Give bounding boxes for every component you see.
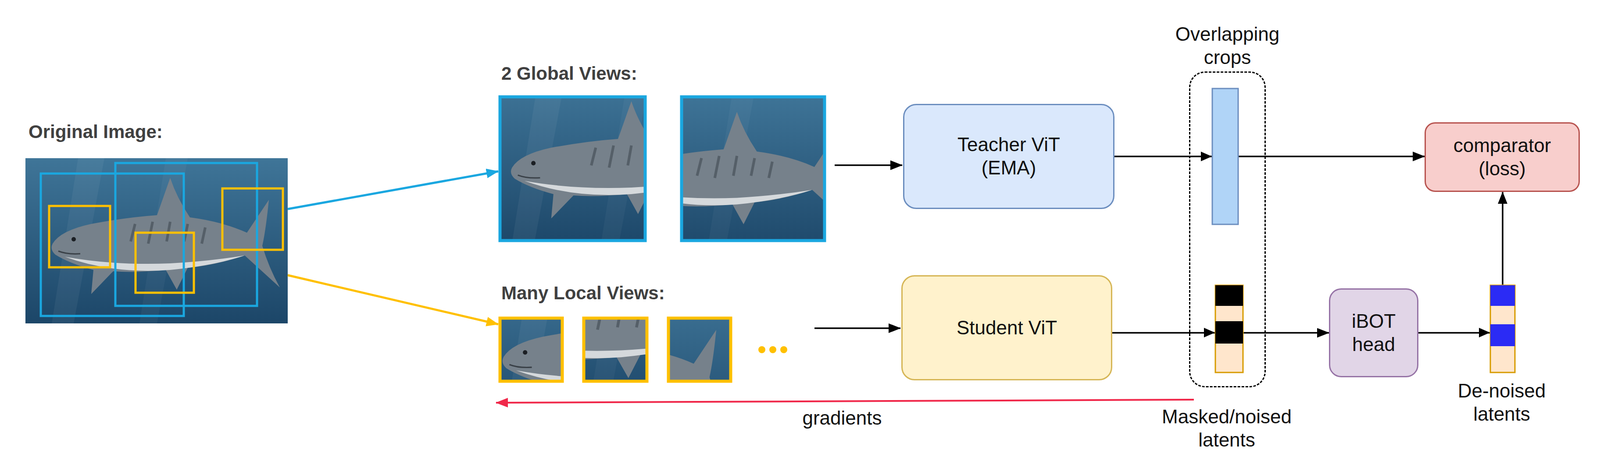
dashed-group: Overlapping crops [1189, 71, 1266, 388]
node-label: Overlapping crops [1161, 22, 1294, 70]
gradient-arrow [496, 400, 1194, 404]
global-view [590, 92, 856, 259]
connector-arrow [1114, 155, 1425, 158]
section-heading: Original Image: [28, 121, 257, 143]
input-arrow [834, 164, 903, 167]
local-view-border [500, 318, 563, 382]
node-body: Student ViT [956, 316, 1058, 340]
student-latent-bar [1215, 285, 1243, 373]
section-heading: 2 Global Views: [501, 62, 730, 85]
section-heading: Many Local Views: [501, 282, 747, 305]
ellipsis-dot [769, 346, 777, 354]
shark-photo [25, 158, 288, 324]
drawing-part [465, 287, 736, 458]
global-view-border [681, 96, 825, 241]
node-body: Overlapping crops [1161, 22, 1294, 70]
annotation-label: gradients [785, 407, 900, 431]
arrow-head [1200, 151, 1212, 162]
annotation-label: Masked/noised latents [1154, 405, 1300, 453]
drawing-part [590, 92, 856, 259]
node-label: comparator (loss) [1440, 134, 1564, 181]
denoised-token [1490, 324, 1515, 347]
head-box: iBOT head [1328, 288, 1419, 378]
node-body: Teacher ViT (EMA) [942, 133, 1075, 180]
node-label: Teacher ViT (EMA) [942, 133, 1075, 180]
arrow-head [1203, 328, 1215, 338]
masked-token [1215, 321, 1243, 344]
local-view-border [583, 318, 647, 382]
masked-token [1215, 285, 1243, 307]
global-crop-outline [115, 163, 258, 307]
node-body: iBOT head [1340, 310, 1407, 357]
ellipsis-dot [758, 346, 766, 354]
global-view-border [500, 96, 646, 241]
denoised-token [1490, 285, 1515, 307]
teacher-box: Teacher ViT (EMA) [903, 103, 1115, 210]
local-crop-outline [49, 206, 111, 268]
denoised-latent-bar [1490, 285, 1515, 373]
student-box: Student ViT [901, 275, 1113, 381]
global-view-arrow [287, 171, 499, 210]
local-crop-outline [222, 188, 283, 250]
teacher-latent-bar [1212, 88, 1239, 225]
ellipsis-dot [780, 346, 788, 354]
node-label: Student ViT [956, 316, 1058, 340]
node-body: comparator (loss) [1440, 134, 1564, 181]
local-view [465, 287, 736, 458]
global-crop-outline [40, 173, 184, 317]
node-label: iBOT head [1340, 310, 1407, 357]
local-view-arrow [287, 275, 499, 325]
loss-box: comparator (loss) [1424, 122, 1580, 193]
local-crop-outline [135, 232, 194, 293]
arrow-head [1478, 328, 1490, 338]
input-arrow [814, 327, 901, 330]
local-view-border [668, 318, 731, 382]
annotation-label: De-noised latents [1444, 379, 1559, 427]
drawing-part [25, 158, 288, 324]
